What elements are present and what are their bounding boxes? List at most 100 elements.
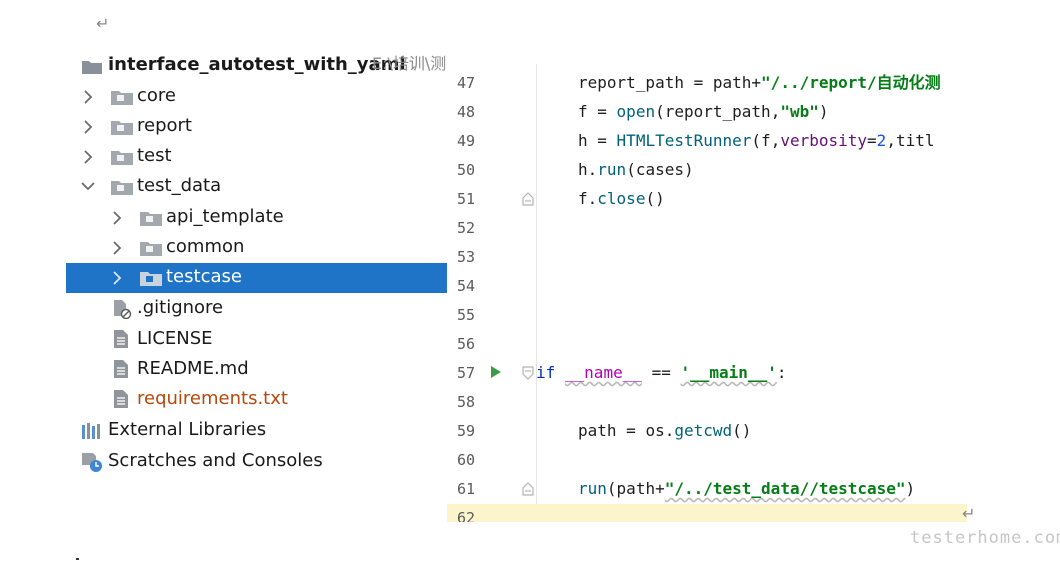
tree-item-report[interactable]: report (66, 112, 447, 142)
return-mark-icon: ↵ (96, 14, 110, 33)
tree-item-label: testcase (166, 266, 242, 287)
tree-item-license[interactable]: LICENSE (66, 325, 447, 355)
code-line[interactable]: 48 f = open(report_path,"wb") (447, 98, 967, 127)
project-tree: interface_autotest_with_yaml E:\培训\测 cor… (66, 50, 447, 490)
code-line[interactable]: 60 (447, 446, 967, 475)
tree-item-label: api_template (166, 206, 284, 227)
code-line[interactable]: 53 (447, 243, 967, 272)
chevron-right-icon[interactable] (112, 271, 122, 285)
fold-end-icon[interactable] (522, 192, 534, 206)
line-number: 54 (457, 277, 476, 295)
code-line[interactable]: 61 run(path+"/../test_data//testcase") (447, 475, 967, 504)
folder-icon (111, 119, 133, 135)
tree-item-api-template[interactable]: api_template (66, 203, 447, 233)
line-number: 61 (457, 480, 476, 498)
project-folder-icon (82, 58, 104, 74)
code-line[interactable]: 47 report_path = path+"/../report/自动化测 (447, 69, 967, 98)
chevron-right-icon[interactable] (112, 211, 122, 225)
code-text[interactable]: f = open(report_path,"wb") (578, 102, 829, 121)
file-icon (113, 389, 129, 409)
code-line[interactable]: 52 (447, 214, 967, 243)
tree-item-label: common (166, 236, 245, 257)
line-number: 57 (457, 364, 476, 382)
code-line[interactable]: 49 h = HTMLTestRunner(f,verbosity=2,titl (447, 127, 967, 156)
folder-icon (140, 270, 162, 286)
code-line[interactable]: 59 path = os.getcwd() (447, 417, 967, 446)
tree-item-label: report (137, 115, 192, 136)
line-number: 47 (457, 74, 476, 92)
line-number: 60 (457, 451, 476, 469)
code-line[interactable]: 56 (447, 330, 967, 359)
tree-item-label: core (137, 85, 176, 106)
code-text[interactable]: if __name__ == '__main__': (536, 363, 787, 382)
gutter-divider (536, 64, 537, 522)
tree-item-label: .gitignore (137, 297, 224, 318)
line-number: 52 (457, 219, 476, 237)
code-line[interactable]: 54 (447, 272, 967, 301)
ignored-file-icon (112, 299, 132, 319)
tree-item-label: LICENSE (137, 328, 213, 349)
tree-item-requirements[interactable]: requirements.txt (66, 385, 447, 415)
tree-item-label: test_data (137, 175, 222, 196)
tree-item-external-libraries[interactable]: External Libraries (66, 416, 447, 446)
code-line[interactable]: 50 h.run(cases) (447, 156, 967, 185)
code-editor[interactable]: 47 report_path = path+"/../report/自动化测 4… (447, 64, 967, 522)
return-mark-icon: ↵ (962, 504, 976, 523)
tree-item-label: test (137, 145, 172, 166)
divider (76, 558, 79, 560)
folder-icon (111, 89, 133, 105)
libraries-icon (81, 422, 103, 440)
line-number: 49 (457, 132, 476, 150)
chevron-right-icon[interactable] (83, 150, 93, 164)
code-line[interactable]: 51 f.close() (447, 185, 967, 214)
tree-item-readme[interactable]: README.md (66, 355, 447, 385)
line-number: 56 (457, 335, 476, 353)
run-arrow-icon[interactable] (490, 365, 502, 379)
line-number: 48 (457, 103, 476, 121)
code-text[interactable]: path = os.getcwd() (578, 421, 752, 440)
file-icon (113, 329, 129, 349)
tree-item-label: README.md (137, 358, 249, 379)
line-number: 51 (457, 190, 476, 208)
code-text[interactable]: run(path+"/../test_data//testcase") (578, 479, 916, 498)
fold-start-icon[interactable] (522, 366, 534, 380)
chevron-right-icon[interactable] (83, 120, 93, 134)
code-text[interactable]: h.run(cases) (578, 160, 694, 179)
file-icon (113, 359, 129, 379)
line-number: 62 (457, 509, 476, 522)
scratches-icon (81, 451, 105, 473)
line-number: 55 (457, 306, 476, 324)
code-line[interactable]: 55 (447, 301, 967, 330)
line-number: 53 (457, 248, 476, 266)
tree-item-common[interactable]: common (66, 233, 447, 263)
fold-end-icon[interactable] (522, 482, 534, 496)
tree-item-gitignore[interactable]: .gitignore (66, 294, 447, 324)
code-text[interactable]: report_path = path+"/../report/自动化测 (578, 73, 941, 92)
code-text[interactable]: f.close() (578, 189, 665, 208)
project-root-label: interface_autotest_with_yaml (108, 54, 406, 75)
tree-item-test[interactable]: test (66, 142, 447, 172)
tree-item-testcase[interactable]: testcase (66, 263, 447, 293)
project-root-path: E:\培训\测 (372, 54, 447, 73)
line-number: 59 (457, 422, 476, 440)
folder-icon (140, 240, 162, 256)
tree-item-label: requirements.txt (137, 388, 288, 409)
chevron-right-icon[interactable] (83, 90, 93, 104)
tree-item-label: Scratches and Consoles (108, 450, 323, 471)
tree-item-root[interactable]: interface_autotest_with_yaml E:\培训\测 (66, 50, 447, 80)
tree-item-core[interactable]: core (66, 82, 447, 112)
tree-item-test-data[interactable]: test_data (66, 172, 447, 202)
folder-icon (111, 149, 133, 165)
line-number: 50 (457, 161, 476, 179)
code-line[interactable]: 57 if __name__ == '__main__': (447, 359, 967, 388)
code-line[interactable]: 58 (447, 388, 967, 417)
chevron-right-icon[interactable] (112, 241, 122, 255)
tree-item-scratches[interactable]: Scratches and Consoles (66, 447, 447, 477)
tree-item-label: External Libraries (108, 419, 267, 440)
folder-icon (140, 210, 162, 226)
code-text[interactable]: h = HTMLTestRunner(f,verbosity=2,titl (578, 131, 935, 150)
folder-icon (111, 179, 133, 195)
chevron-down-icon[interactable] (81, 181, 95, 191)
code-line-current[interactable]: 62 (447, 504, 967, 522)
watermark: testerhome.com (910, 528, 1060, 548)
